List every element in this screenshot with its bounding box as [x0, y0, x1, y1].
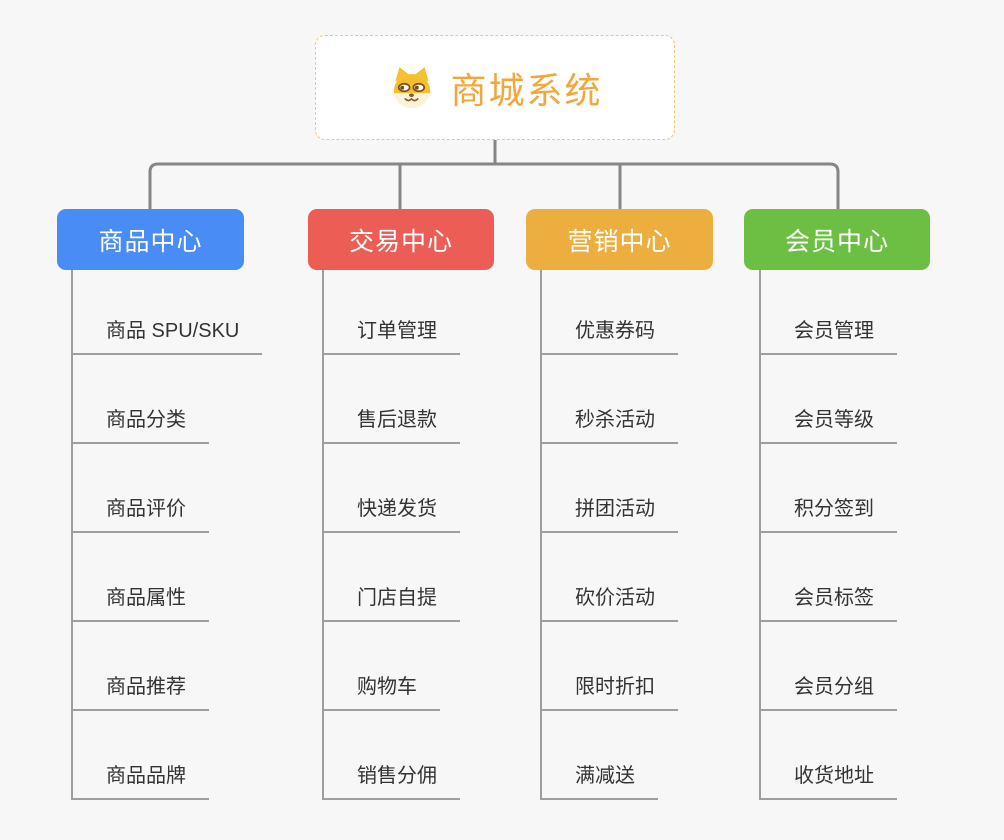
branch-trunk-line: [322, 270, 324, 800]
branch-node-trade-center[interactable]: 交易中心: [308, 209, 494, 270]
leaf-node[interactable]: 满减送: [541, 761, 658, 800]
leaf-node[interactable]: 售后退款: [323, 405, 460, 444]
leaf-node[interactable]: 商品属性: [72, 583, 209, 622]
leaf-node[interactable]: 拼团活动: [541, 494, 678, 533]
leaf-node[interactable]: 优惠券码: [541, 316, 678, 355]
leaf-node[interactable]: 商品分类: [72, 405, 209, 444]
leaf-node[interactable]: 商品 SPU/SKU: [72, 316, 263, 355]
leaf-node[interactable]: 会员分组: [760, 672, 897, 711]
leaf-node[interactable]: 商品评价: [72, 494, 209, 533]
branch-trunk-line: [71, 270, 73, 800]
branch-trunk-line: [759, 270, 761, 800]
leaf-node[interactable]: 积分签到: [760, 494, 897, 533]
leaf-node[interactable]: 快递发货: [323, 494, 460, 533]
leaf-node[interactable]: 秒杀活动: [541, 405, 678, 444]
leaf-node[interactable]: 会员标签: [760, 583, 897, 622]
branch-node-member-center[interactable]: 会员中心: [744, 209, 930, 270]
leaf-node[interactable]: 会员等级: [760, 405, 897, 444]
branch-label: 会员中心: [784, 227, 889, 256]
branch-label: 商品中心: [98, 227, 203, 256]
leaf-node[interactable]: 订单管理: [323, 316, 460, 355]
leaf-node[interactable]: 购物车: [323, 672, 440, 711]
leaf-node[interactable]: 商品品牌: [72, 761, 209, 800]
leaf-node[interactable]: 门店自提: [323, 583, 460, 622]
leaf-node[interactable]: 砍价活动: [541, 583, 678, 622]
leaf-node[interactable]: 收货地址: [760, 761, 897, 800]
branch-node-product-center[interactable]: 商品中心: [57, 209, 244, 270]
branch-label: 交易中心: [348, 227, 453, 256]
shiba-dog-icon: [394, 66, 431, 108]
root-node[interactable]: 商城系统: [315, 35, 675, 140]
leaf-node[interactable]: 商品推荐: [72, 672, 209, 711]
branch-label: 营销中心: [567, 227, 672, 256]
leaf-node[interactable]: 会员管理: [760, 316, 897, 355]
root-title: 商城系统: [450, 69, 603, 111]
branch-node-marketing-center[interactable]: 营销中心: [526, 209, 713, 270]
leaf-node[interactable]: 限时折扣: [541, 672, 678, 711]
leaf-node[interactable]: 销售分佣: [323, 761, 460, 800]
branch-trunk-line: [540, 270, 542, 800]
